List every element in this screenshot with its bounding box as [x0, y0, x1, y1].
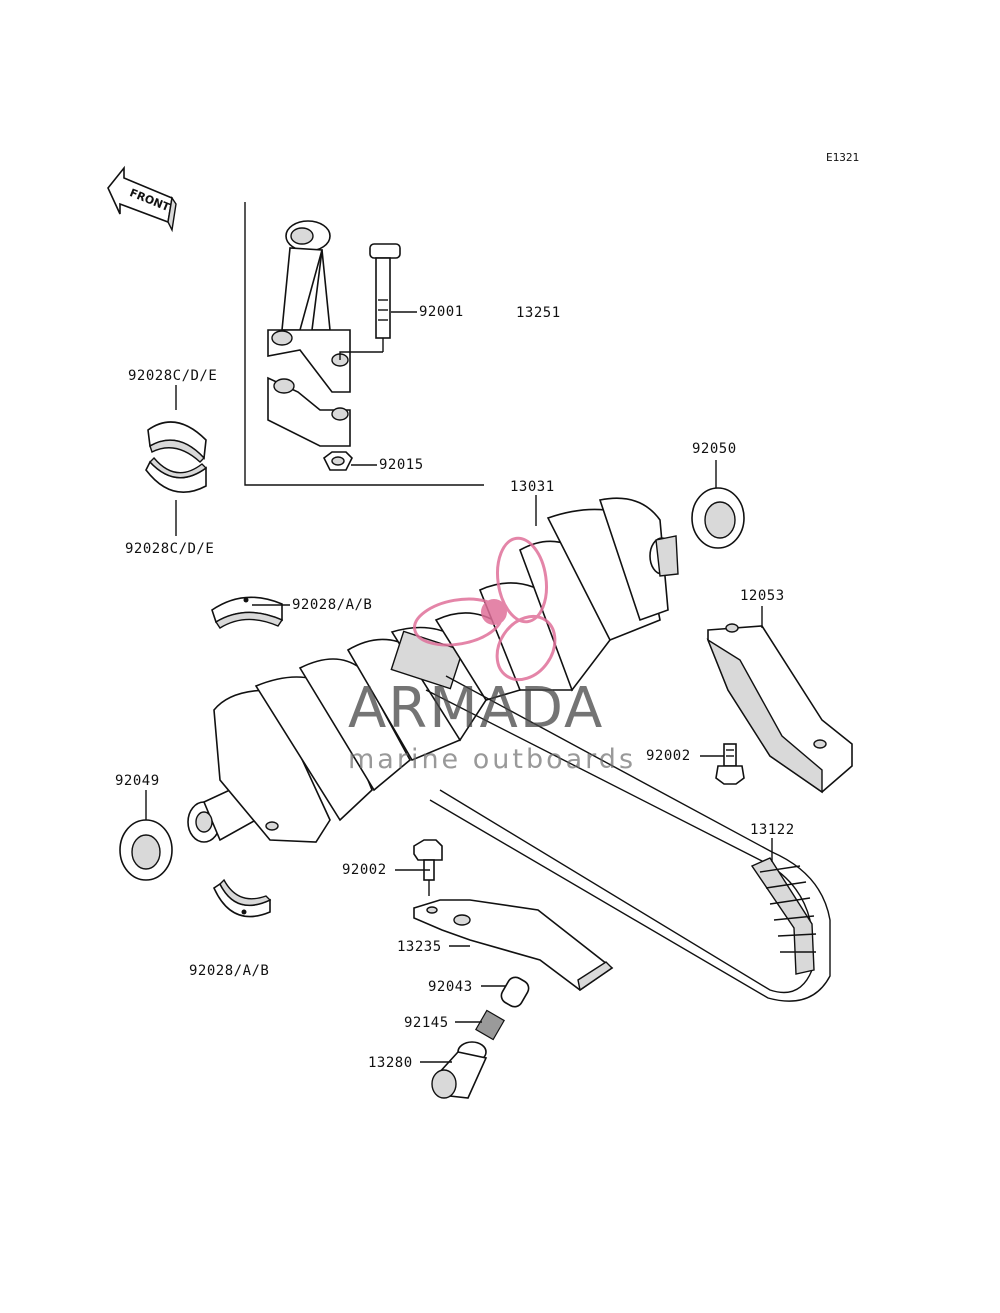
label-92002-upper[interactable]: 92002 [646, 748, 691, 764]
label-92015[interactable]: 92015 [379, 457, 424, 473]
conrod-bearing-lower [145, 456, 208, 494]
conrod-nut [322, 451, 353, 471]
front-arrow-icon: FRONT [107, 165, 177, 233]
tensioner-bolt [413, 839, 443, 896]
leader-lines [145, 311, 773, 1063]
conrod-inset-frame [244, 202, 484, 486]
label-12053[interactable]: 12053 [740, 588, 785, 604]
watermark-brand: ARMADA [348, 676, 605, 741]
label-13122[interactable]: 13122 [750, 822, 795, 838]
label-13251[interactable]: 13251 [516, 305, 561, 321]
label-92028cde-upper[interactable]: 92028C/D/E [128, 368, 218, 384]
label-13031[interactable]: 13031 [510, 479, 555, 495]
label-92145[interactable]: 92145 [404, 1015, 449, 1031]
diagram-code: E1321 [826, 151, 860, 164]
label-92002-lower[interactable]: 92002 [342, 862, 387, 878]
timing-chain [425, 675, 831, 1002]
conrod-bearing-upper [147, 421, 207, 463]
label-13280[interactable]: 13280 [368, 1055, 413, 1071]
label-92028cde-lower[interactable]: 92028C/D/E [125, 541, 215, 557]
label-92028ab-upper[interactable]: 92028/A/B [292, 597, 373, 613]
label-92049[interactable]: 92049 [115, 773, 160, 789]
guide-bolt [715, 743, 745, 785]
label-92043[interactable]: 92043 [428, 979, 473, 995]
label-92050[interactable]: 92050 [692, 441, 737, 457]
watermark-logo-icon [413, 536, 557, 682]
watermark-tagline: marine outboards [348, 744, 637, 775]
connecting-rod [267, 220, 351, 447]
tensioner-spring [475, 1009, 505, 1041]
main-bearing-lower [212, 878, 272, 918]
tensioner-plunger [500, 976, 530, 1008]
label-92028ab-lower[interactable]: 92028/A/B [189, 963, 270, 979]
chain-guide [706, 623, 853, 794]
label-13235[interactable]: 13235 [397, 939, 442, 955]
conrod-bolt [339, 243, 401, 360]
tensioner-guide [413, 899, 614, 992]
oil-seal-left [119, 819, 173, 881]
crankshaft [187, 497, 679, 843]
tensioner-holder [431, 1041, 488, 1099]
label-92001[interactable]: 92001 [419, 304, 464, 320]
main-bearing-upper [211, 596, 284, 629]
oil-seal-right [691, 487, 745, 549]
